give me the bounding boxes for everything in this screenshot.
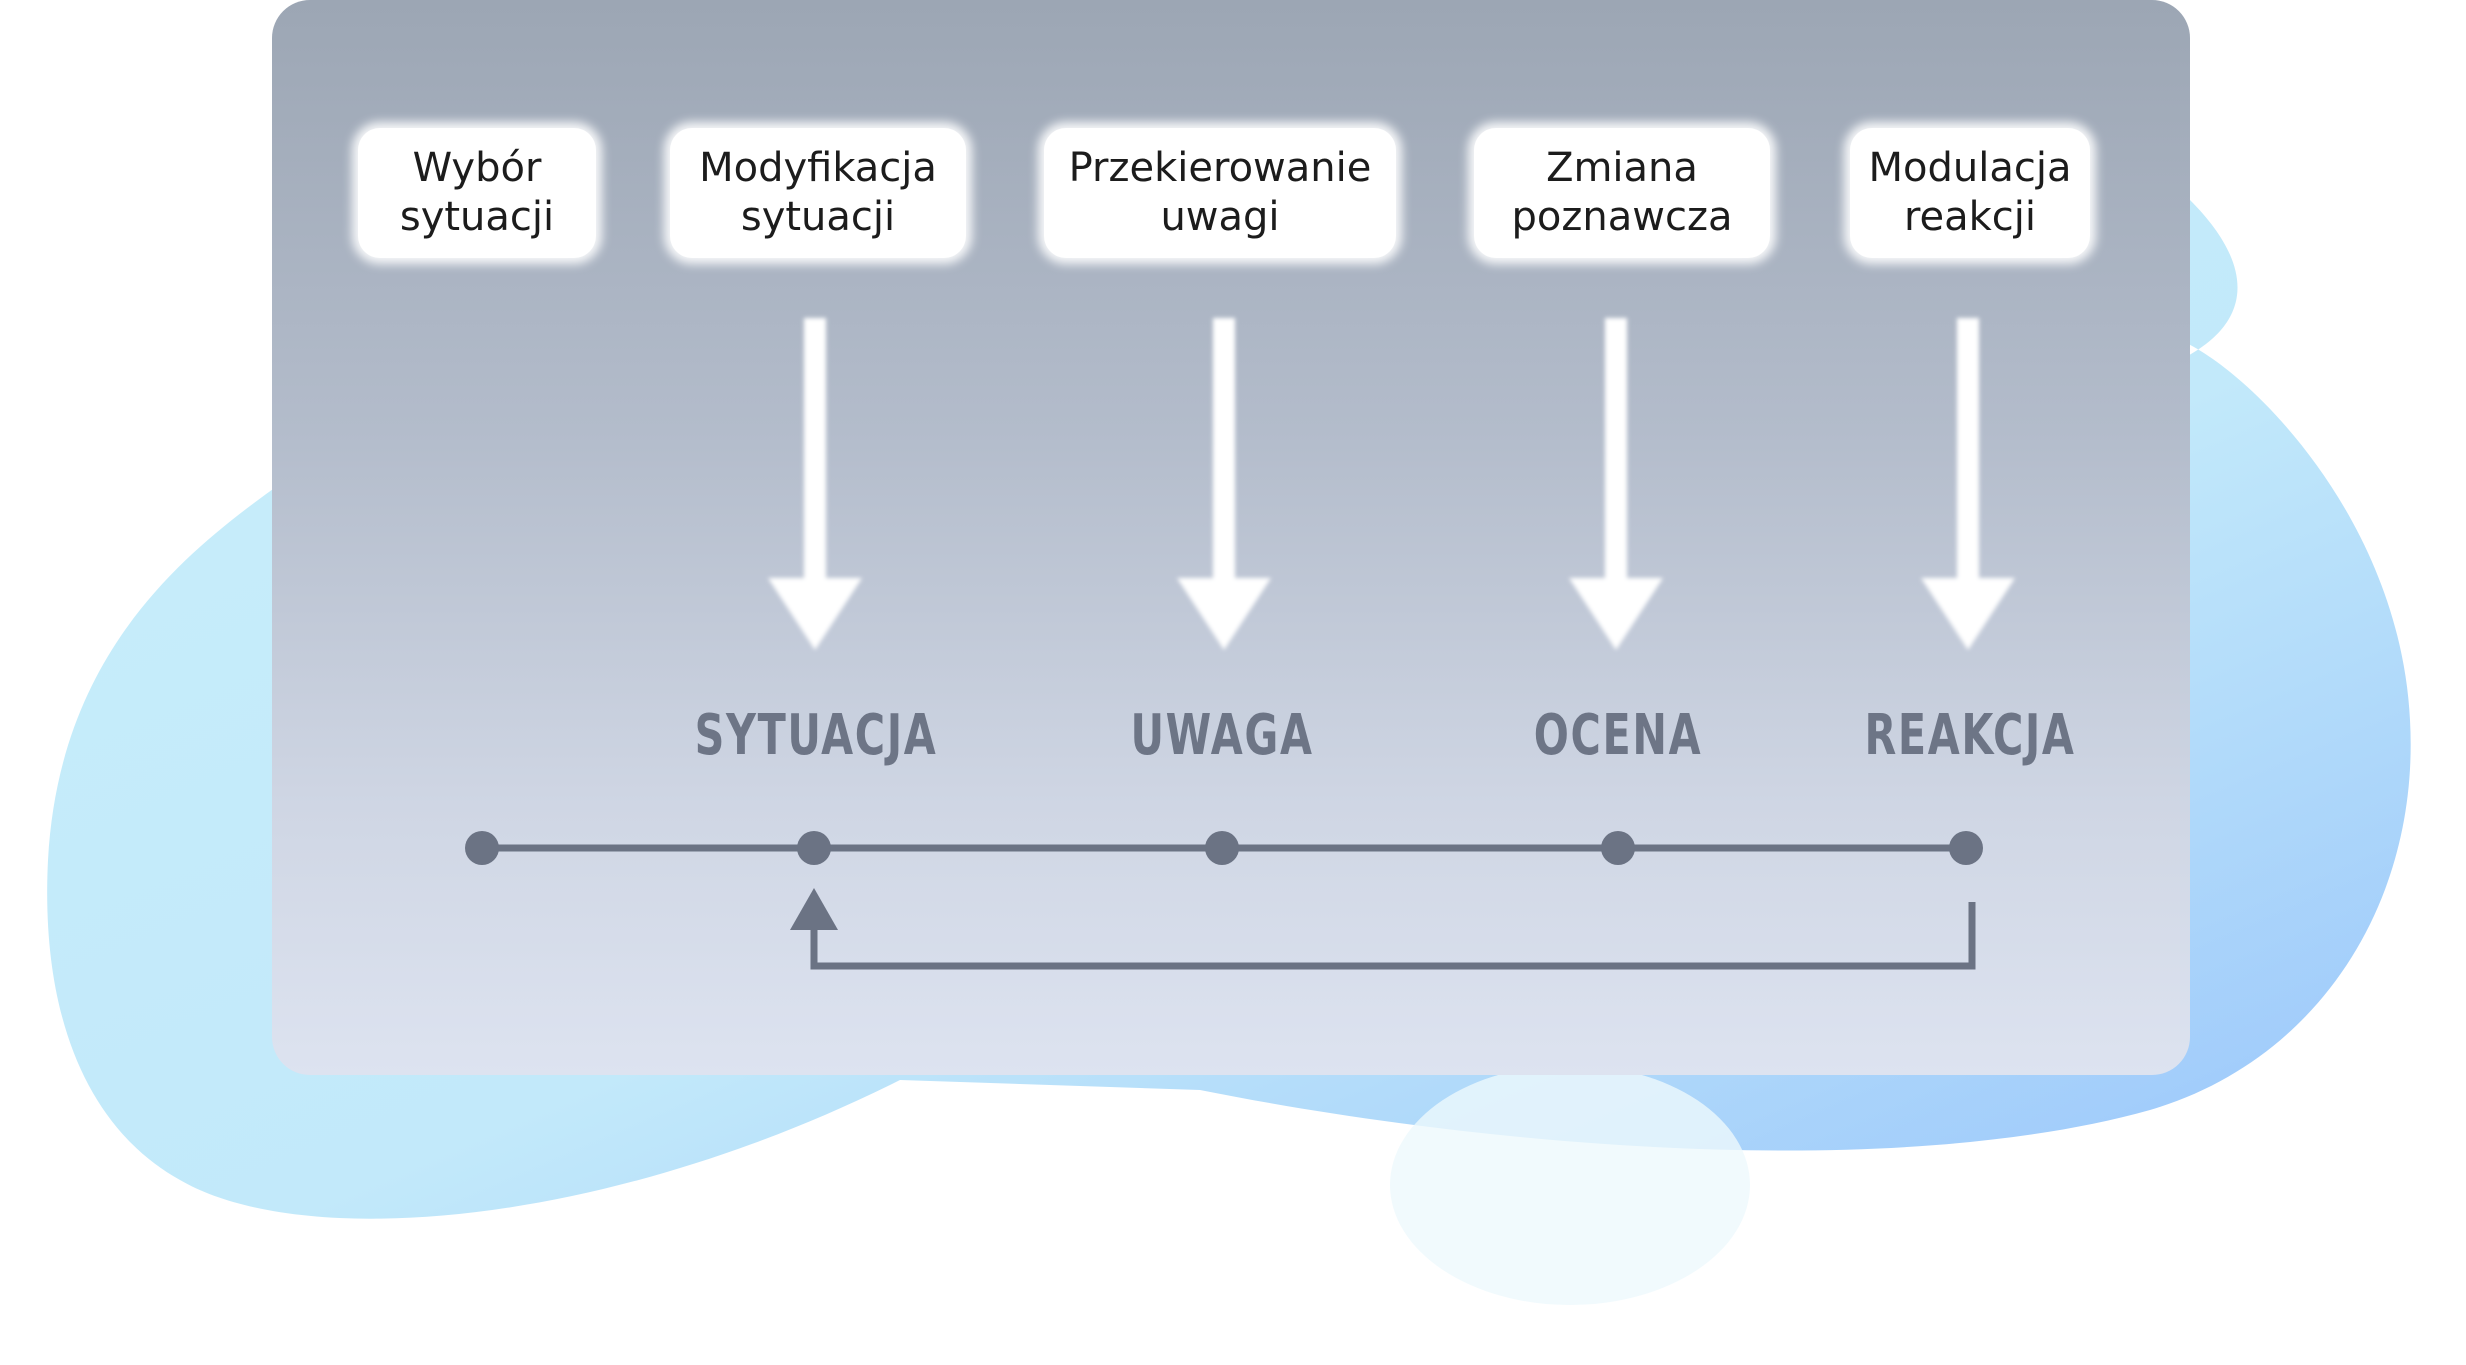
arrow-down-icon	[768, 318, 862, 650]
strategy-attentional-deployment: Przekierowanie uwagi	[1044, 128, 1396, 258]
arrow-down-icon	[1921, 318, 2015, 650]
stage-appraisal-label: OCENA	[1533, 702, 1703, 768]
strategy-cognitive-change: Zmiana poznawcza	[1474, 128, 1770, 258]
stage-attention-label: UWAGA	[1130, 702, 1314, 768]
timeline-node-response	[1949, 831, 1983, 865]
timeline-node-attention	[1205, 831, 1239, 865]
stage-response-label: REAKCJA	[1864, 702, 2076, 768]
feedback-loop-line	[810, 902, 1976, 970]
strategy-response-modulation: Modulacja reakcji	[1850, 128, 2090, 258]
timeline-node-situation	[797, 831, 831, 865]
arrow-down-icon	[1569, 318, 1663, 650]
strategy-situation-modification: Modyfikacja sytuacji	[670, 128, 966, 258]
feedback-arrow-up-icon	[790, 888, 838, 930]
timeline-node-start	[465, 831, 499, 865]
stage-situation-label: SYTUACJA	[694, 702, 938, 768]
strategy-situation-selection: Wybór sytuacji	[358, 128, 596, 258]
timeline-node-appraisal	[1601, 831, 1635, 865]
arrow-down-icon	[1177, 318, 1271, 650]
